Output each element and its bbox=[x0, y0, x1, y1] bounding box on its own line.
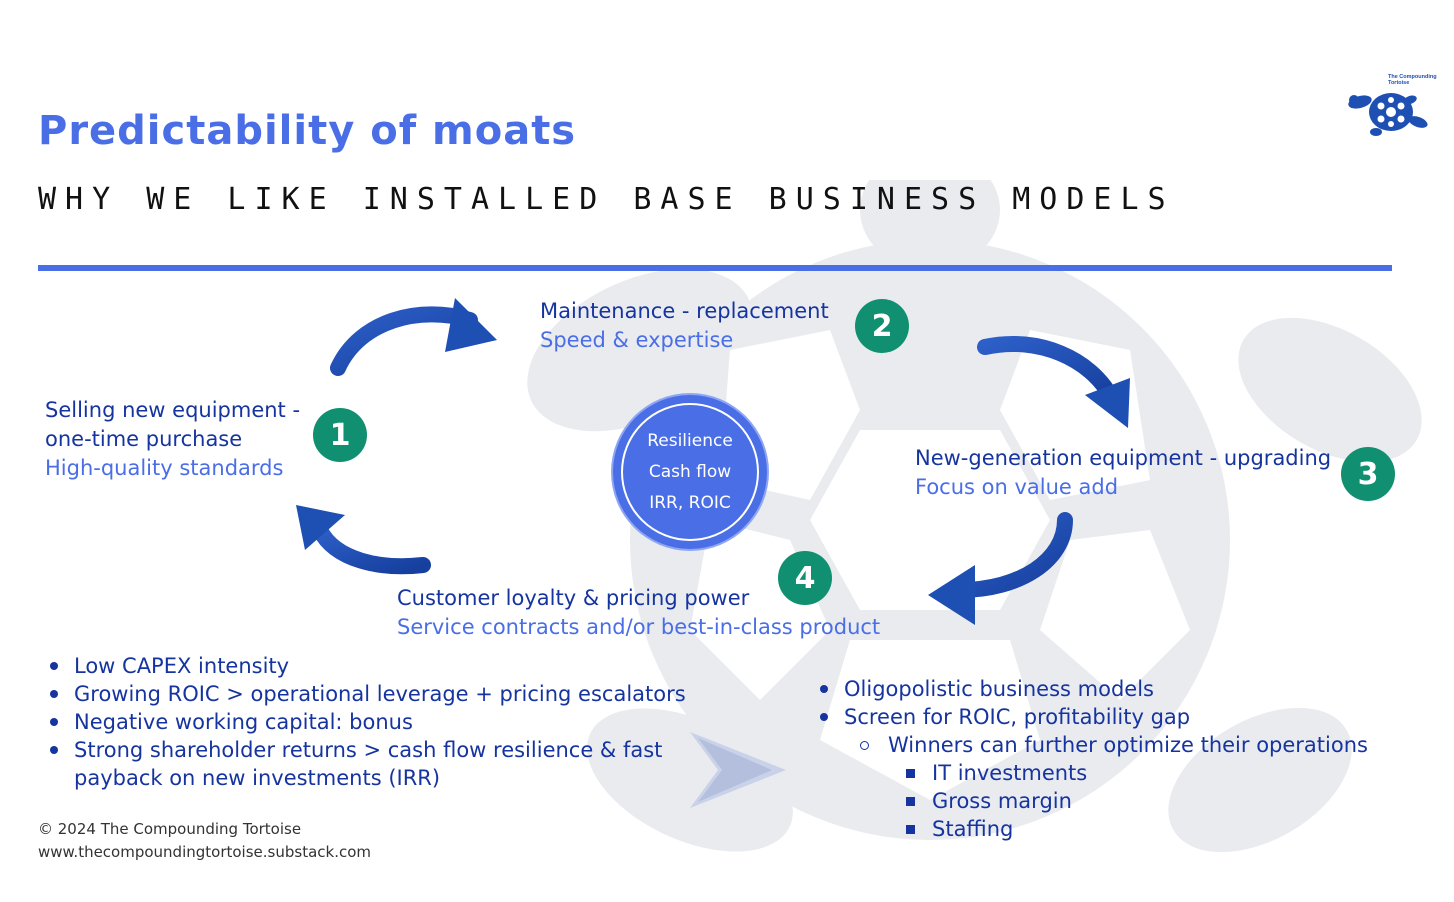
page-title: Predictability of moats bbox=[38, 108, 577, 154]
footer-url[interactable]: www.thecompoundingtortoise.substack.com bbox=[38, 843, 372, 861]
step-2-sublabel: Speed & expertise bbox=[540, 328, 734, 352]
step-4-badge: 4 bbox=[778, 551, 832, 605]
arrow-1-to-2-icon bbox=[330, 298, 497, 376]
step-3-label: New-generation equipment - upgrading bbox=[915, 446, 1332, 470]
step-1-label-cont: one-time purchase bbox=[45, 427, 243, 451]
header-divider bbox=[38, 265, 1392, 271]
tortoise-watermark-icon bbox=[527, 180, 1422, 853]
step-4-text: Customer loyalty & pricing power Service… bbox=[397, 584, 880, 642]
list-item: Screen for ROIC, profitability gap bbox=[810, 703, 1410, 731]
step-4-sublabel: Service contracts and/or best-in-class p… bbox=[397, 615, 881, 639]
list-item: Strong shareholder returns > cash flow r… bbox=[40, 736, 700, 764]
logo-brand-text: The Compounding Tortoise bbox=[1388, 74, 1437, 86]
list-item-continuation: payback on new investments (IRR) bbox=[74, 766, 441, 790]
chevron-right-icon bbox=[690, 732, 786, 808]
step-1-badge: 1 bbox=[313, 408, 367, 462]
step-2-badge: 2 bbox=[855, 299, 909, 353]
list-item-level3: Staffing bbox=[810, 815, 1410, 843]
step-1-text: Selling new equipment - one-time purchas… bbox=[45, 396, 300, 483]
page-subtitle: WHY WE LIKE INSTALLED BASE BUSINESS MODE… bbox=[38, 182, 1175, 217]
footer: © 2024 The Compounding Tortoise www.thec… bbox=[38, 818, 371, 864]
list-item: Low CAPEX intensity bbox=[40, 652, 700, 680]
list-item: Negative working capital: bonus bbox=[40, 708, 700, 736]
center-line-2: Cash flow bbox=[648, 461, 732, 482]
step-4-label: Customer loyalty & pricing power bbox=[397, 586, 750, 610]
footer-copyright: © 2024 The Compounding Tortoise bbox=[38, 820, 302, 838]
step-2-label: Maintenance - replacement bbox=[540, 299, 829, 323]
arrow-3-to-4-icon bbox=[928, 512, 1073, 625]
list-item: Growing ROIC > operational leverage + pr… bbox=[40, 680, 700, 708]
arrow-4-to-1-icon bbox=[296, 505, 431, 575]
arrow-2-to-3-icon bbox=[977, 335, 1130, 428]
center-circle: Resilience Cash flow IRR, ROIC bbox=[613, 395, 767, 549]
center-line-3: IRR, ROIC bbox=[649, 492, 731, 513]
left-bullet-list: Low CAPEX intensity Growing ROIC > opera… bbox=[40, 652, 700, 792]
center-line-1: Resilience bbox=[647, 430, 733, 451]
right-bullet-list: Oligopolistic business models Screen for… bbox=[810, 675, 1410, 843]
step-1-label: Selling new equipment - bbox=[45, 398, 301, 422]
step-3-text: New-generation equipment - upgrading Foc… bbox=[915, 444, 1331, 502]
step-3-sublabel: Focus on value add bbox=[915, 475, 1119, 499]
step-3-badge: 3 bbox=[1341, 447, 1395, 501]
list-item-level3: IT investments bbox=[810, 759, 1410, 787]
step-2-text: Maintenance - replacement Speed & expert… bbox=[540, 297, 829, 355]
list-item-level3: Gross margin bbox=[810, 787, 1410, 815]
list-item: Oligopolistic business models bbox=[810, 675, 1410, 703]
step-1-sublabel: High-quality standards bbox=[45, 456, 284, 480]
list-item-level2: Winners can further optimize their opera… bbox=[810, 731, 1410, 759]
tortoise-logo-icon bbox=[1348, 93, 1428, 136]
